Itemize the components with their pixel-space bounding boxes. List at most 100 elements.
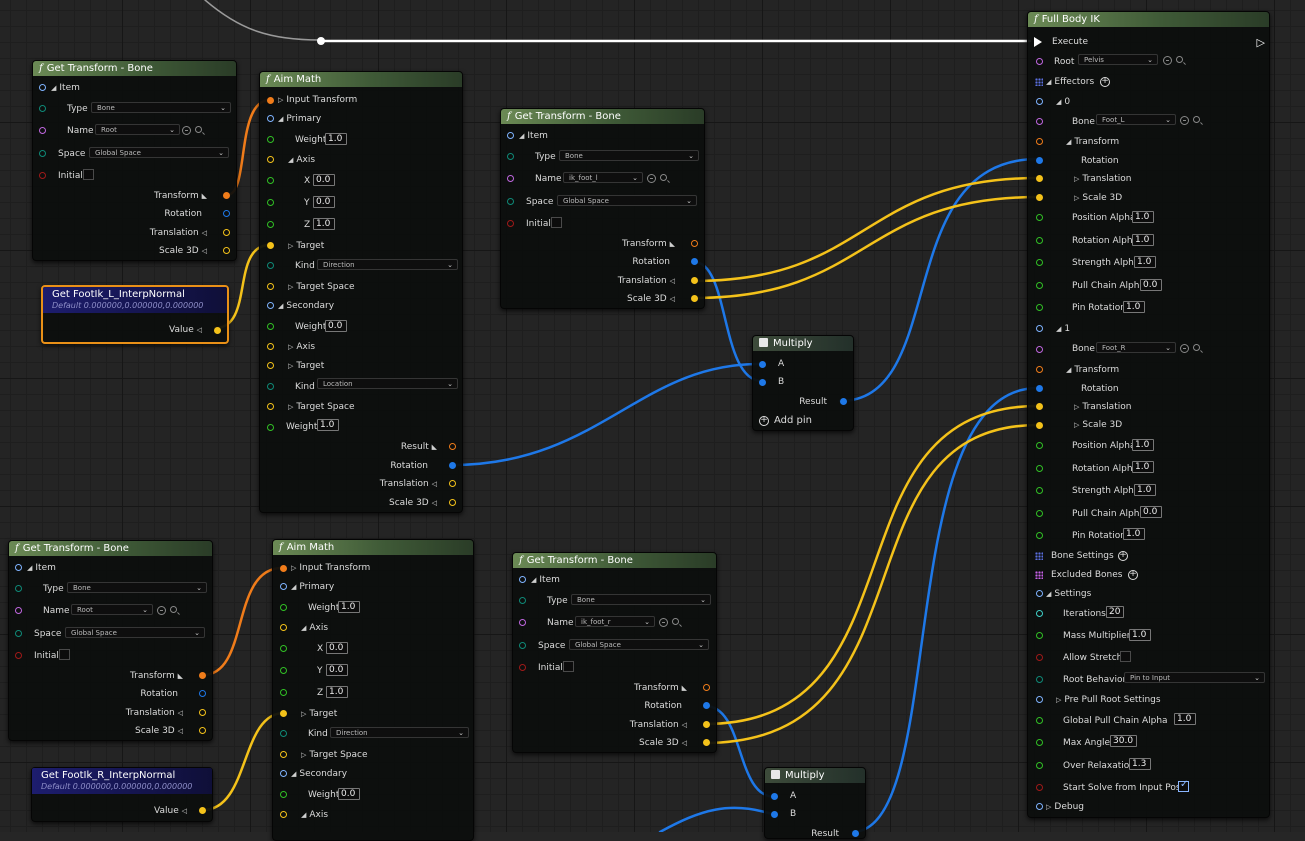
- reset-to-default-icon[interactable]: [1180, 116, 1189, 125]
- rotation-out-pin[interactable]: [703, 702, 710, 709]
- effector-1-transform-pin[interactable]: [1036, 366, 1043, 373]
- effectors-array-pin[interactable]: [1035, 78, 1043, 86]
- variable-header[interactable]: Get FootIk_L_InterpNormal Default 0.0000…: [43, 287, 227, 313]
- value-out-pin[interactable]: [199, 807, 206, 814]
- type-dropdown[interactable]: Bone⌄: [559, 150, 699, 161]
- a-pin[interactable]: [759, 361, 766, 368]
- effector-0-bone-dropdown[interactable]: Foot_L⌄: [1096, 114, 1176, 125]
- translation-out-pin[interactable]: [199, 709, 206, 716]
- effector-1-position-alpha-pin[interactable]: [1036, 442, 1043, 449]
- effector-0-pull-chain-pin[interactable]: [1036, 282, 1043, 289]
- scale-out-pin[interactable]: [199, 727, 206, 734]
- secondary-weight-pin[interactable]: [267, 323, 274, 330]
- secondary-axis-pin[interactable]: [280, 811, 287, 818]
- effector-1-pin-rotation-pin[interactable]: [1036, 532, 1043, 539]
- add-bone-setting-icon[interactable]: +: [1118, 550, 1128, 561]
- type-pin[interactable]: [507, 153, 514, 160]
- add-excluded-bone-icon[interactable]: +: [1128, 569, 1138, 580]
- axis-y-input[interactable]: 0.0: [326, 664, 348, 676]
- exec-reroute-knot[interactable]: [317, 37, 325, 45]
- initial-checkbox[interactable]: [83, 169, 94, 180]
- reset-to-default-icon[interactable]: [1163, 56, 1172, 65]
- max-angle-pin[interactable]: [1036, 739, 1043, 746]
- axis-y-pin[interactable]: [280, 667, 287, 674]
- browse-magnifier-icon[interactable]: [195, 126, 202, 133]
- primary-target-space-pin[interactable]: [267, 283, 274, 290]
- exec-wire-incoming[interactable]: [204, 0, 321, 41]
- wire-mul-result-l[interactable]: [838, 157, 1040, 403]
- initial-pin[interactable]: [519, 664, 526, 671]
- debug-pin[interactable]: [1036, 803, 1043, 810]
- global-pull-chain-pin[interactable]: [1036, 717, 1043, 724]
- over-relaxation-pin[interactable]: [1036, 762, 1043, 769]
- root-dropdown[interactable]: Pelvis⌄: [1078, 54, 1158, 65]
- scale-out-pin[interactable]: [449, 499, 456, 506]
- get-footik-l-interpnormal-node[interactable]: Get FootIk_L_InterpNormal Default 0.0000…: [41, 285, 229, 344]
- secondary-target-space-pin[interactable]: [267, 403, 274, 410]
- add-pin-button[interactable]: Add pin: [774, 415, 813, 426]
- type-pin[interactable]: [39, 105, 46, 112]
- primary-axis-pin[interactable]: [280, 624, 287, 631]
- space-pin[interactable]: [15, 630, 22, 637]
- effector-1-pull-chain-pin[interactable]: [1036, 510, 1043, 517]
- axis-y-input[interactable]: 0.0: [313, 196, 335, 208]
- translation-out-pin[interactable]: [449, 480, 456, 487]
- wire-scale-r[interactable]: [703, 423, 1040, 745]
- effector-1-pin[interactable]: [1036, 325, 1043, 332]
- value-out-pin[interactable]: [214, 327, 221, 334]
- space-dropdown[interactable]: Global Space⌄: [557, 195, 697, 206]
- mass-multiplier-input[interactable]: 1.0: [1129, 629, 1151, 641]
- result-out-pin[interactable]: [840, 398, 847, 405]
- browse-magnifier-icon[interactable]: [1193, 116, 1200, 123]
- space-dropdown[interactable]: Global Space⌄: [65, 627, 205, 638]
- effector-1-scale-pin[interactable]: [1036, 422, 1043, 429]
- effector-0-rotation-pin[interactable]: [1036, 157, 1043, 164]
- item-struct-pin[interactable]: [39, 84, 46, 91]
- initial-checkbox[interactable]: [563, 661, 574, 672]
- input-transform-pin[interactable]: [267, 97, 274, 104]
- settings-pin[interactable]: [1036, 590, 1043, 597]
- primary-target-space-pin[interactable]: [280, 751, 287, 758]
- item-struct-pin[interactable]: [519, 576, 526, 583]
- effector-0-transform-pin[interactable]: [1036, 138, 1043, 145]
- effector-0-position-alpha-input[interactable]: 1.0: [1132, 211, 1154, 223]
- initial-checkbox[interactable]: [59, 649, 70, 660]
- effector-0-strength-alpha-pin[interactable]: [1036, 259, 1043, 266]
- name-pin[interactable]: [15, 607, 22, 614]
- reset-to-default-icon[interactable]: [157, 606, 166, 615]
- effector-1-bone-pin[interactable]: [1036, 346, 1043, 353]
- global-pull-chain-input[interactable]: 1.0: [1174, 713, 1196, 725]
- effector-0-strength-alpha-input[interactable]: 1.0: [1134, 256, 1156, 268]
- wire-interp-r[interactable]: [201, 711, 286, 812]
- primary-kind-pin[interactable]: [267, 262, 274, 269]
- input-transform-pin[interactable]: [280, 565, 287, 572]
- result-out-pin[interactable]: [449, 443, 456, 450]
- name-dropdown[interactable]: ik_foot_l⌄: [563, 172, 643, 183]
- browse-magnifier-icon[interactable]: [170, 606, 177, 613]
- effector-0-rotation-alpha-pin[interactable]: [1036, 237, 1043, 244]
- axis-z-pin[interactable]: [267, 221, 274, 228]
- weight-pin[interactable]: [267, 424, 274, 431]
- transform-out-pin[interactable]: [199, 672, 206, 679]
- a-pin[interactable]: [771, 793, 778, 800]
- secondary-target-pin[interactable]: [267, 362, 274, 369]
- effector-0-scale-pin[interactable]: [1036, 194, 1043, 201]
- secondary-axis-pin[interactable]: [267, 343, 274, 350]
- primary-weight-pin[interactable]: [267, 136, 274, 143]
- start-solve-checkbox[interactable]: [1178, 779, 1189, 792]
- primary-kind-dropdown[interactable]: Direction⌄: [330, 727, 469, 738]
- browse-magnifier-icon[interactable]: [1176, 56, 1183, 63]
- item-struct-pin[interactable]: [507, 132, 514, 139]
- transform-out-pin[interactable]: [223, 192, 230, 199]
- primary-weight-input[interactable]: 1.0: [325, 133, 347, 145]
- multiply-node-1[interactable]: Multiply A B Result + Add pin: [752, 335, 854, 431]
- initial-pin[interactable]: [39, 172, 46, 179]
- browse-magnifier-icon[interactable]: [660, 174, 667, 181]
- root-pin[interactable]: [1036, 58, 1043, 65]
- reset-to-default-icon[interactable]: [647, 174, 656, 183]
